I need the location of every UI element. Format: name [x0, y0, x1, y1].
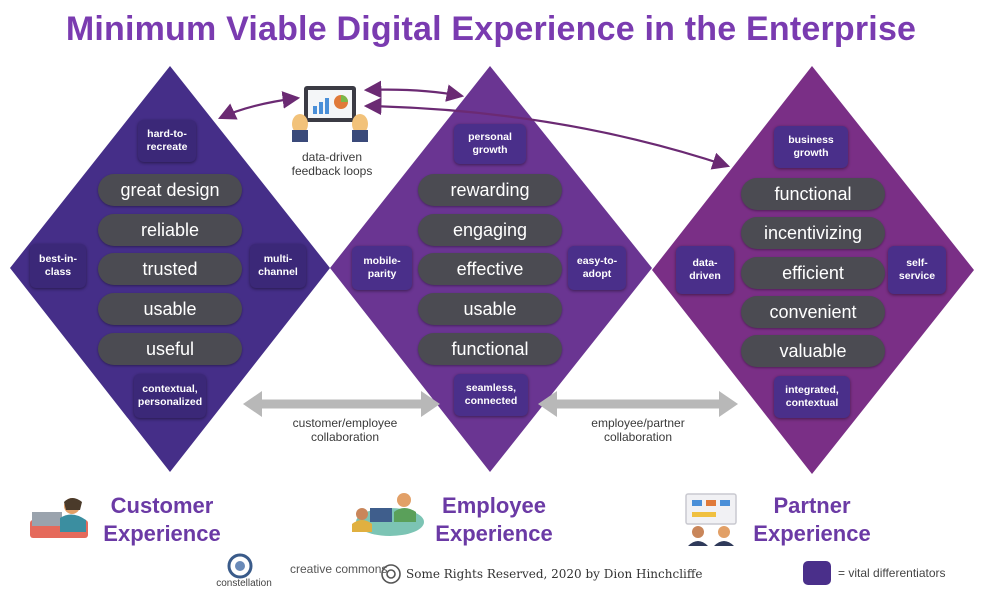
- customer-pill: useful: [98, 333, 242, 365]
- collab-right-line2: collaboration: [603, 430, 673, 444]
- copyright-symbol: [381, 564, 401, 584]
- employee-left-differentiator: mobile-parity: [352, 246, 412, 290]
- customer-pill: reliable: [98, 214, 242, 246]
- customer-bottom-differentiator: contextual, personalized: [134, 374, 206, 418]
- customer-top-differentiator: hard-to-recreate: [138, 120, 196, 162]
- customer-heading: Customer Experience: [92, 492, 232, 548]
- partner-right-differentiator: self-service: [888, 246, 946, 294]
- partner-bottom-differentiator: integrated, contextual: [774, 376, 850, 418]
- partner-heading-line1: Partner: [773, 493, 851, 518]
- partner-heading-line2: Experience: [753, 521, 871, 546]
- employee-top-differentiator: personal growth: [454, 124, 526, 164]
- employee-bottom-differentiator: seamless, connected: [454, 374, 528, 416]
- employee-pill: effective: [418, 253, 562, 285]
- feedback-arrow-employee-top: [363, 80, 465, 102]
- collab-right-caption: employee/partner collaboration: [563, 416, 713, 444]
- partner-pill: functional: [741, 178, 885, 210]
- customer-pill: trusted: [98, 253, 242, 285]
- collab-arrow-left-head-left: [243, 391, 262, 417]
- customer-pill: great design: [98, 174, 242, 206]
- feedback-arrow-partner: [363, 97, 731, 170]
- presentation-board-icon: [685, 493, 737, 546]
- customer-left-differentiator: best-in-class: [30, 244, 86, 288]
- employee-pill: usable: [418, 293, 562, 325]
- legend-swatch: [803, 561, 831, 585]
- feedback-arrow-customer: [218, 91, 301, 120]
- collab-arrow-right-head-right: [719, 391, 738, 417]
- customer-heading-line2: Experience: [103, 521, 221, 546]
- feedback-caption-line1: data-driven: [301, 150, 363, 164]
- partner-pill: incentivizing: [741, 217, 885, 249]
- tablet-chart-icon: [292, 86, 368, 142]
- partner-top-differentiator: business growth: [774, 126, 848, 168]
- customer-right-differentiator: multi-channel: [250, 244, 306, 288]
- partner-pill: valuable: [741, 335, 885, 367]
- employee-pill: rewarding: [418, 174, 562, 206]
- rights-text: Some Rights Reserved, 2020 by Dion Hinch…: [406, 567, 703, 581]
- partner-pill: convenient: [741, 296, 885, 328]
- team-collaboration-icon: [352, 493, 424, 536]
- employee-heading: Employee Experience: [424, 492, 564, 548]
- person-at-laptop-icon: [30, 498, 88, 538]
- employee-pill: engaging: [418, 214, 562, 246]
- customer-pill: usable: [98, 293, 242, 325]
- legend-label: = vital differentiators: [838, 566, 946, 580]
- collab-left-line1: customer/employee: [292, 416, 398, 430]
- partner-pill: efficient: [741, 257, 885, 289]
- constellation-logo: [227, 553, 253, 579]
- customer-heading-line1: Customer: [110, 493, 214, 518]
- feedback-caption-line2: feedback loops: [291, 164, 373, 178]
- feedback-caption: data-driven feedback loops: [272, 150, 392, 178]
- employee-pill: functional: [418, 333, 562, 365]
- collab-left-line2: collaboration: [310, 430, 380, 444]
- partner-heading: Partner Experience: [742, 492, 882, 548]
- employee-heading-line1: Employee: [442, 493, 546, 518]
- employee-heading-line2: Experience: [435, 521, 553, 546]
- brand-name: constellation: [216, 578, 272, 589]
- collab-arrow-right-head-left: [538, 391, 557, 417]
- creative-commons-text: creative commons: [290, 562, 388, 576]
- collab-arrow-left-head-right: [421, 391, 440, 417]
- collab-left-caption: customer/employee collaboration: [270, 416, 420, 444]
- page-title: Minimum Viable Digital Experience in the…: [65, 10, 917, 48]
- collab-right-line1: employee/partner: [591, 416, 685, 430]
- employee-right-differentiator: easy-to-adopt: [568, 246, 626, 290]
- partner-left-differentiator: data-driven: [676, 246, 734, 294]
